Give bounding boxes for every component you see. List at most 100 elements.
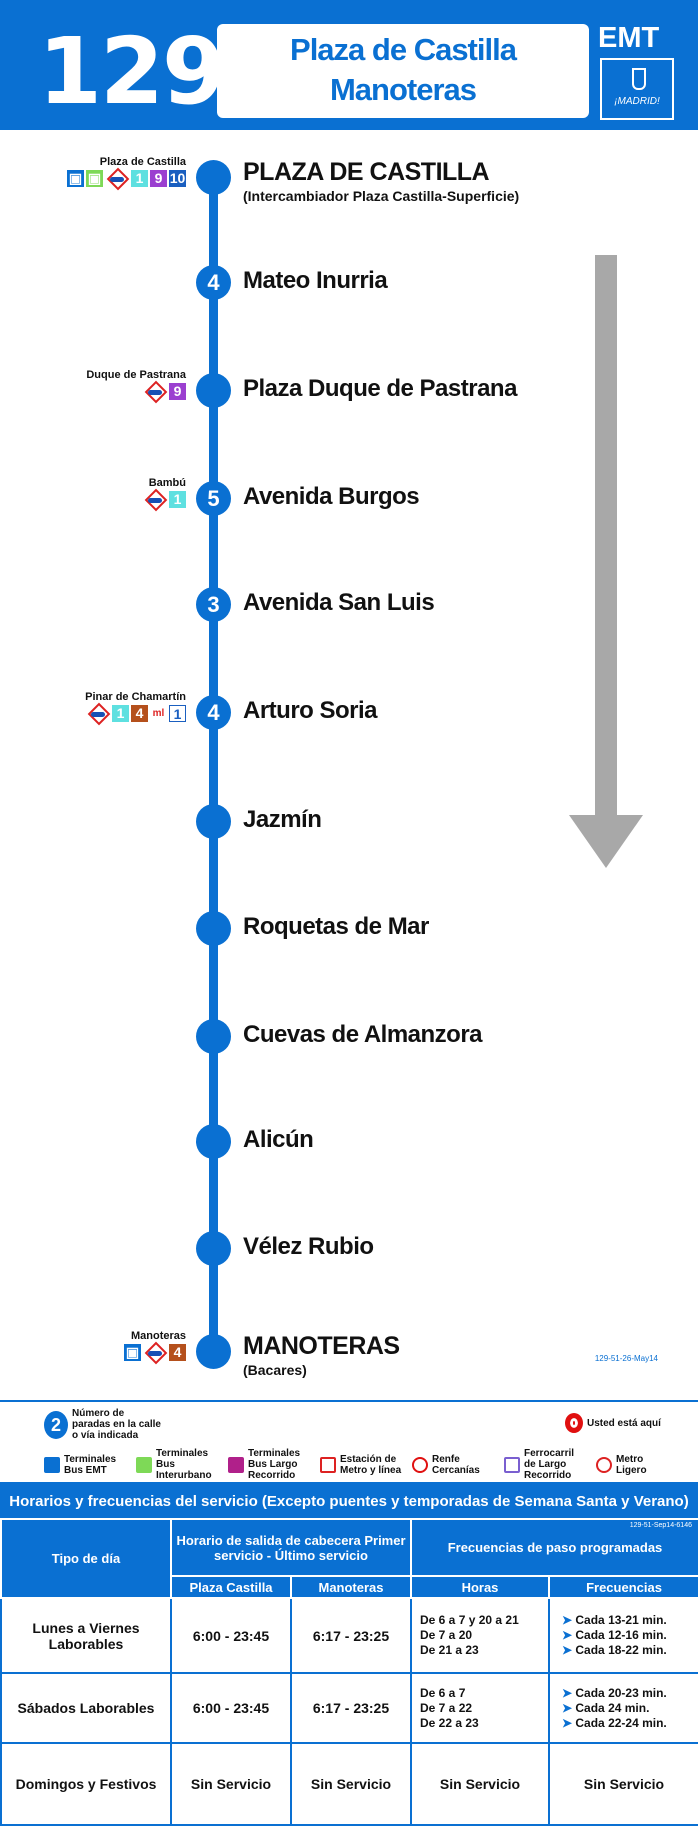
legend-stop-count-label: Número de paradas en la calle o vía indi… [72, 1408, 161, 1441]
cell-frecuencias: Cada 20-23 min.Cada 24 min.Cada 22-24 mi… [548, 1672, 698, 1744]
legend-here: Usted está aquí [565, 1413, 661, 1433]
frec-line: Cada 13-21 min. [562, 1613, 698, 1628]
schedule-table: Horarios y frecuencias del servicio (Exc… [0, 1482, 698, 1826]
stop-marker: 4 [196, 265, 231, 300]
stop-name: Avenida San Luis [243, 589, 435, 616]
header-salida: Horario de salida de cabecera Primer ser… [170, 1518, 412, 1577]
legend-label: Renfe Cercanías [432, 1453, 480, 1476]
stop-marker [196, 1231, 231, 1266]
stop-marker: 3 [196, 587, 231, 622]
cell-manoteras: 6:17 - 23:25 [290, 1597, 412, 1674]
legend-icon [320, 1456, 336, 1473]
stop-name: Cuevas de Almanzora [243, 1021, 483, 1048]
bus-terminal-icon: ▣ [86, 170, 103, 187]
map-code: 129-51-26-May14 [594, 1354, 658, 1363]
route-number: 129 [38, 18, 226, 125]
cell-horas: Sin Servicio [410, 1742, 550, 1826]
legend-icon [412, 1456, 428, 1473]
cell-manoteras: Sin Servicio [290, 1742, 412, 1826]
legend-icon [504, 1456, 520, 1473]
metro-line-badge: 9 [169, 383, 186, 400]
destination-origin: Plaza de Castilla [290, 32, 517, 67]
cell-frecuencias: Sin Servicio [548, 1742, 698, 1826]
destination-end: Manoteras [329, 72, 477, 107]
connection-name: Plaza de Castilla [99, 156, 186, 168]
metro-icon [105, 173, 129, 185]
stop-marker [196, 804, 231, 839]
metro-icon [143, 494, 167, 506]
stop-marker [196, 1334, 231, 1369]
bus-terminal-icon: ▣ [67, 170, 84, 187]
connection-name: Manoteras [130, 1330, 186, 1342]
stop-marker: 5 [196, 481, 231, 516]
connection-icons: ▣4 [124, 1344, 186, 1361]
stop-name: Jazmín [243, 806, 322, 833]
legend-item: Renfe Cercanías [412, 1448, 494, 1481]
legend-icon [228, 1456, 244, 1473]
stop-marker [196, 373, 231, 408]
hora-line: De 6 a 7 [420, 1685, 466, 1700]
legend-icon [596, 1456, 612, 1473]
cell-plaza: 6:00 - 23:45 [170, 1672, 292, 1744]
header-tipo: Tipo de día [0, 1518, 172, 1599]
hora-line: De 7 a 20 [420, 1628, 473, 1642]
metro-ligero-line: 1 [169, 705, 186, 722]
legend-item: Metro Ligero [596, 1448, 671, 1481]
stop-name: Mateo Inurria [243, 267, 388, 294]
stop-marker [196, 1019, 231, 1054]
metro-icon [143, 1347, 167, 1359]
hora-line: Sin Servicio [439, 1776, 521, 1792]
hora-line: De 7 a 22 [420, 1700, 473, 1715]
cell-manoteras: 6:17 - 23:25 [290, 1672, 412, 1744]
bus-terminal-icon: ▣ [124, 1344, 141, 1361]
destination-box: Plaza de Castilla Manoteras [217, 24, 589, 118]
frec-line: Cada 12-16 min. [562, 1628, 698, 1643]
stop-name: PLAZA DE CASTILLA [243, 158, 490, 186]
connection-icons: 9 [143, 383, 186, 400]
legend-item: Estación de Metro y línea [320, 1448, 402, 1481]
header-horas: Horas [410, 1575, 550, 1599]
legend-item: Ferrocarril de Largo Recorrido [504, 1448, 586, 1481]
metro-line-badge: 1 [169, 491, 186, 508]
schedule-code: 129-51-Sep14-6146 [629, 1522, 692, 1529]
stop-name: Plaza Duque de Pastrana [243, 375, 517, 402]
legend-icon [136, 1456, 152, 1473]
hora-line: De 6 a 7 y 20 a 21 [420, 1613, 519, 1627]
stop-subname: (Intercambiador Plaza Castilla-Superfici… [243, 188, 520, 204]
metro-line-badge: 1 [131, 170, 148, 187]
cell-frecuencias: Cada 13-21 min.Cada 12-16 min.Cada 18-22… [548, 1597, 698, 1674]
metro-icon [86, 708, 110, 720]
connection-name: Pinar de Chamartín [85, 691, 186, 703]
frec-line: Sin Servicio [583, 1776, 665, 1792]
legend-label: Terminales Bus Largo Recorrido [248, 1448, 301, 1481]
legend-label: Terminales Bus EMT [64, 1453, 117, 1476]
stop-marker [196, 1124, 231, 1159]
metro-icon [143, 386, 167, 398]
emt-logo: EMT [598, 22, 660, 54]
stop-name: Alicún [243, 1126, 314, 1153]
legend-here-label: Usted está aquí [587, 1417, 661, 1429]
frec-line: Cada 22-24 min. [562, 1716, 698, 1731]
legend-icon [44, 1456, 60, 1473]
header: 129 Plaza de Castilla Manoteras EMT ¡MAD… [0, 0, 698, 130]
divider [0, 1400, 698, 1402]
madrid-logo-text: ¡MADRID! [614, 96, 660, 107]
direction-arrow-head-icon [569, 815, 643, 868]
hora-line: De 21 a 23 [420, 1643, 479, 1657]
metro-line-badge: 10 [169, 170, 186, 187]
legend-label: Estación de Metro y línea [340, 1453, 402, 1476]
madrid-crest-icon [632, 68, 646, 90]
header-frecuencias-label: Frecuencias de paso programadas [447, 1540, 663, 1555]
stop-name: Arturo Soria [243, 697, 378, 724]
metro-ligero-icon: ml [152, 708, 165, 719]
madrid-logo: ¡MADRID! [600, 58, 674, 120]
legend-item: Terminales Bus EMT [44, 1448, 126, 1481]
